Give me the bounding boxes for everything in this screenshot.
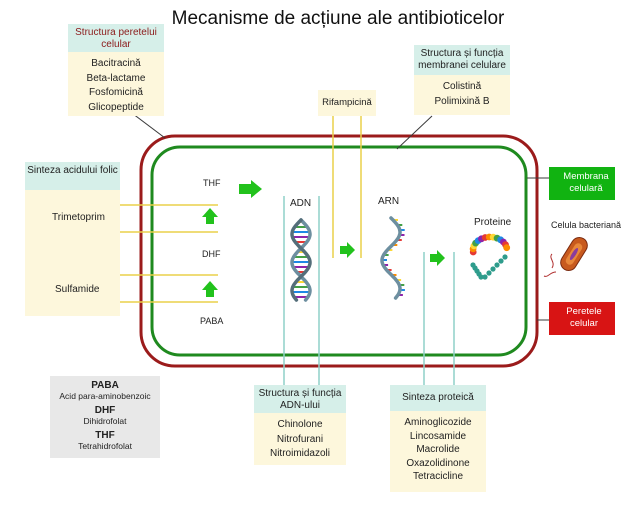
- amino-acid-bead: [502, 254, 508, 260]
- protein-drug-list: Aminoglicozide Lincosamide Macrolide Oxa…: [390, 411, 486, 484]
- amino-acid-bead: [470, 262, 476, 268]
- dna-drugs-box: Structura și funcția ADN-ului Chinolone …: [254, 385, 346, 465]
- wall-tag: Peretele celular: [549, 302, 615, 335]
- rna-helix-icon: [380, 216, 405, 300]
- dna-drug-list: Chinolone Nitrofurani Nitroimidazoli: [254, 413, 346, 462]
- membrane-tag-text: Membrana celulară: [563, 171, 609, 194]
- list-item: Oxazolidinone: [406, 457, 470, 469]
- cell-membrane-outline: [150, 145, 528, 357]
- membrane-drugs-box: Structura și funcția membranei celulare …: [414, 45, 510, 115]
- amino-acid-bead: [486, 270, 492, 276]
- folic-box-header: Sinteza acidului folic: [25, 162, 120, 190]
- list-item: Nitrofurani: [276, 433, 324, 445]
- list-item: Nitroimidazoli: [269, 448, 330, 459]
- list-item: Polimixină B: [434, 95, 490, 107]
- right-arrow-icon: [239, 180, 262, 198]
- list-item: Tetracicline: [412, 471, 464, 482]
- cell-wall-box-header: Structura peretelui celular: [68, 24, 164, 52]
- dna-helix-icon: [290, 218, 312, 302]
- amino-acid-bead: [490, 266, 496, 272]
- right-arrow-icon: [340, 242, 355, 258]
- legend-abbr: THF: [95, 430, 115, 441]
- dna-label: ADN: [290, 198, 312, 209]
- legend-full: Tetrahidrofolat: [78, 441, 132, 451]
- thf-label: THF: [203, 178, 221, 188]
- list-item: Aminoglicozide: [404, 417, 472, 428]
- bacterium-label: Celula bacteriană: [551, 220, 622, 230]
- legend-abbr: DHF: [94, 405, 116, 416]
- cell-wall-outline: [139, 134, 539, 368]
- list-item: Lincosamide: [409, 430, 467, 442]
- rifampicin-box: Rifampicină: [318, 90, 376, 116]
- trimetoprim-label: Trimetoprim: [52, 212, 105, 223]
- membrane-drug-list: Colistină Polimixină B: [414, 75, 510, 109]
- cell-wall-drugs-box: Structura peretelui celular Bacitracină …: [68, 24, 164, 116]
- cell-wall-drug-list: Bacitracină Beta-lactame Fosfomicină Gli…: [68, 52, 164, 115]
- protein-drugs-box: Sinteza proteică Aminoglicozide Lincosam…: [390, 385, 486, 492]
- page-title: Mecanisme de acțiune ale antibioticelor: [171, 8, 505, 29]
- list-item: Beta-lactame: [86, 72, 146, 84]
- list-item: Fosfomicină: [89, 87, 143, 98]
- protein-chain-icon: [469, 233, 511, 280]
- list-item: Macrolide: [416, 444, 460, 455]
- abbreviation-legend: PABA Acid para-aminobenzoic DHF Dihidrof…: [50, 376, 160, 458]
- wall-tag-text: Peretele celular: [566, 306, 602, 329]
- rifampicin-label: Rifampicină: [322, 97, 372, 108]
- connector-membrane-box: [396, 115, 433, 150]
- membrane-tag: Membrana celulară: [549, 167, 615, 200]
- list-item: Bacitracină: [91, 58, 141, 69]
- up-arrow-icon: [202, 208, 218, 224]
- amino-acid-bead: [503, 244, 511, 252]
- amino-acid-bead: [482, 274, 488, 280]
- amino-acid-bead: [498, 258, 504, 264]
- paba-label: PABA: [200, 316, 224, 326]
- legend-full: Dihidrofolat: [83, 416, 127, 426]
- protein-box-header: Sinteza proteică: [390, 385, 486, 411]
- rna-label: ARN: [378, 196, 400, 207]
- dna-box-header: Structura și funcția ADN-ului: [254, 385, 346, 413]
- legend-full: Acid para-aminobenzoic: [59, 391, 151, 401]
- proteins-label: Proteine: [474, 217, 512, 228]
- legend-abbr: PABA: [91, 380, 119, 391]
- list-item: Chinolone: [277, 419, 323, 430]
- list-item: Colistină: [442, 81, 482, 92]
- bacterium-icon: [543, 237, 588, 277]
- sulfamide-label: Sulfamide: [55, 284, 100, 295]
- up-arrow-icon: [202, 281, 218, 297]
- amino-acid-bead: [494, 262, 500, 268]
- list-item: Glicopeptide: [88, 101, 144, 113]
- folic-acid-box: Sinteza acidului folic: [25, 162, 120, 316]
- right-arrow-icon: [430, 250, 445, 266]
- membrane-box-header: Structura și funcția membranei celulare: [414, 45, 510, 75]
- dhf-label: DHF: [202, 249, 221, 259]
